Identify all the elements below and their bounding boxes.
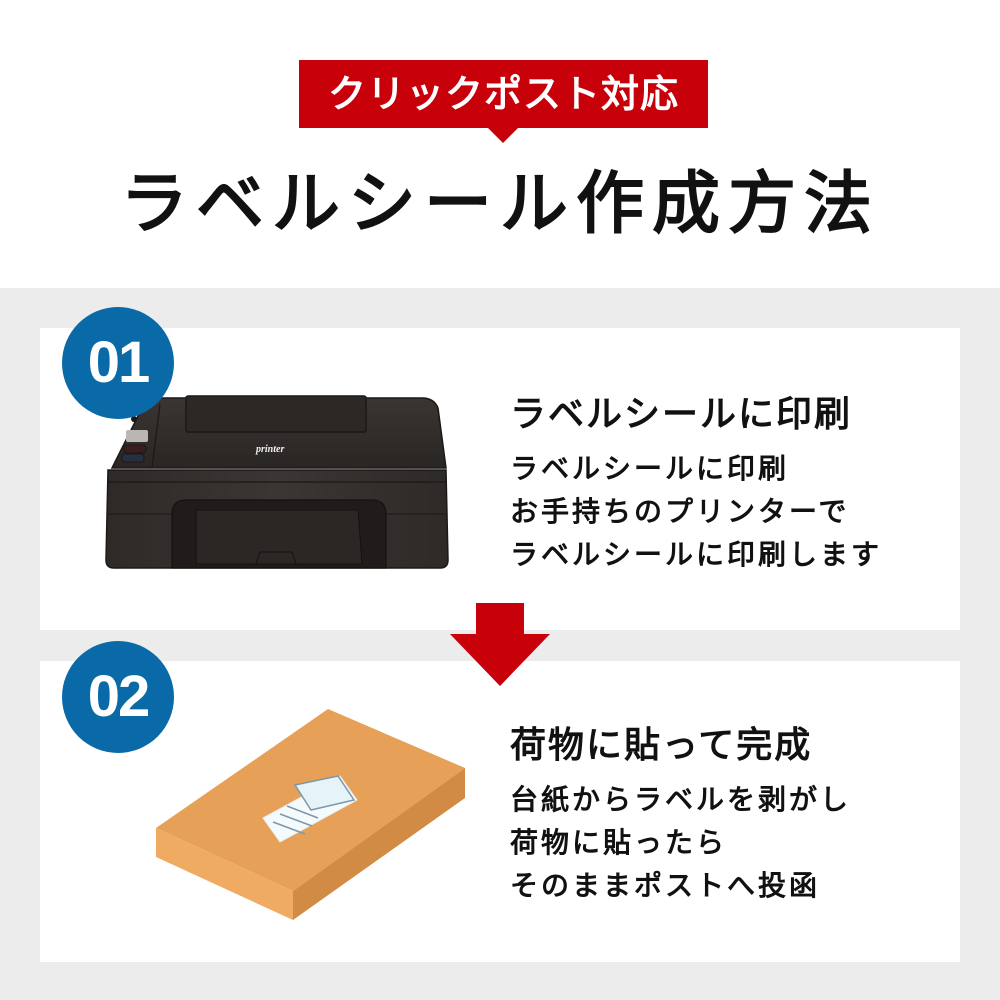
step-2-line-2: 荷物に貼ったら bbox=[510, 826, 728, 859]
down-arrow-icon bbox=[450, 603, 550, 686]
step-1-line-1: ラベルシールに印刷 bbox=[510, 452, 790, 485]
header-section: クリックポスト対応 ラベルシール作成方法 bbox=[0, 0, 1000, 288]
package-with-label-icon bbox=[156, 709, 465, 920]
clickpost-badge-label: クリックポスト対応 bbox=[327, 72, 679, 116]
step-number-badge-1: 01 bbox=[62, 307, 174, 419]
step-1-line-2: お手持ちのプリンターで bbox=[510, 495, 850, 528]
step-1-description: ラベルシールに印刷 お手持ちのプリンターで ラベルシールに印刷します bbox=[510, 447, 882, 576]
page-title: ラベルシール作成方法 bbox=[119, 165, 880, 244]
step-2-title: 荷物に貼って完成 bbox=[510, 725, 813, 766]
badge-pointer-icon bbox=[487, 127, 519, 143]
printer-brand-label: printer bbox=[255, 444, 284, 455]
step-2-description: 台紙からラベルを剥がし 荷物に貼ったら そのままポストへ投函 bbox=[510, 778, 851, 907]
step-2-line-3: そのままポストへ投函 bbox=[510, 869, 821, 902]
step-1-title: ラベルシールに印刷 bbox=[510, 394, 853, 435]
step-1-line-3: ラベルシールに印刷します bbox=[510, 538, 883, 571]
printer-icon: printer bbox=[105, 395, 449, 569]
step-number-badge-2: 02 bbox=[62, 641, 174, 753]
clickpost-badge: クリックポスト対応 bbox=[299, 60, 708, 128]
step-2-line-1: 台紙からラベルを剥がし bbox=[510, 783, 852, 816]
